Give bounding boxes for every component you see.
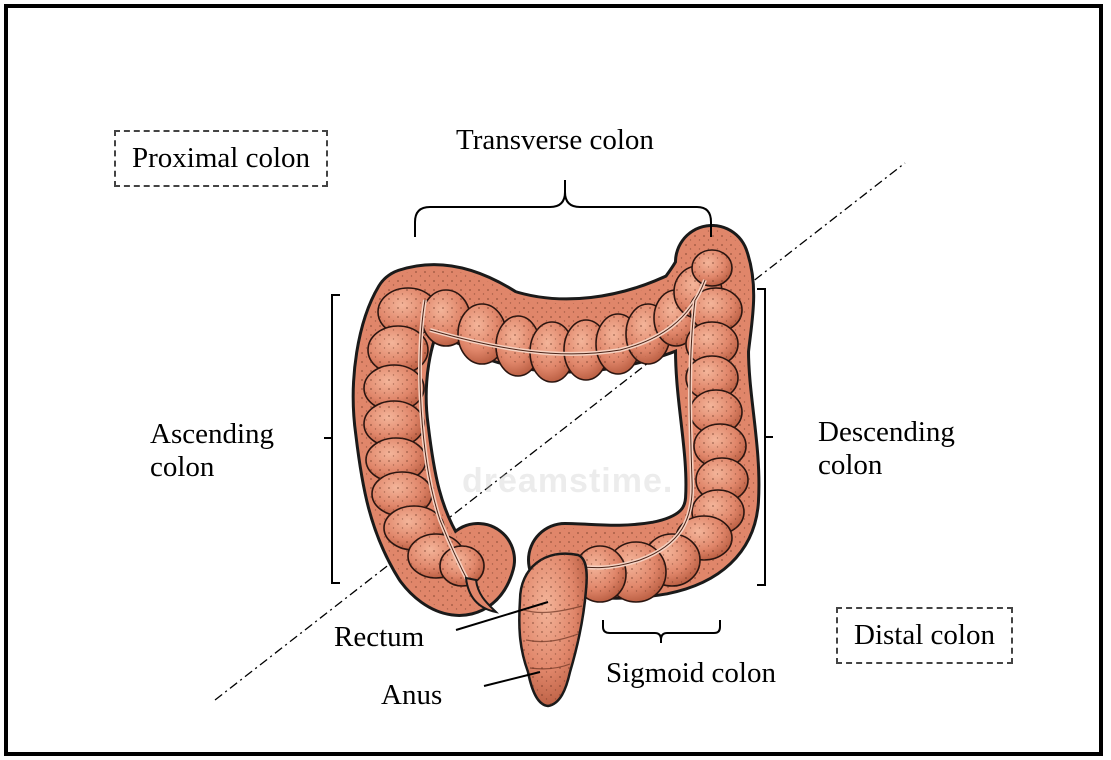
sigmoid-colon-label: Sigmoid colon: [606, 657, 776, 690]
watermark: dreamstime.: [462, 462, 673, 501]
ascending-bracket: [324, 295, 340, 583]
colon-body: [364, 250, 748, 602]
transverse-colon-label: Transverse colon: [456, 124, 654, 157]
ascending-line-2: colon: [150, 451, 274, 484]
descending-colon-label: Descending colon: [818, 416, 955, 482]
ascending-line-1: Ascending: [150, 418, 274, 451]
ascending-colon-label: Ascending colon: [150, 418, 274, 484]
anus-label: Anus: [381, 679, 442, 712]
descending-bracket: [757, 289, 773, 585]
sigmoid-bracket: [603, 620, 720, 643]
descending-line-1: Descending: [818, 416, 955, 449]
distal-colon-label: Distal colon: [836, 607, 1013, 664]
transverse-bracket: [415, 180, 711, 237]
rectum-label: Rectum: [334, 621, 424, 654]
descending-line-2: colon: [818, 449, 955, 482]
proximal-colon-label: Proximal colon: [114, 130, 328, 187]
